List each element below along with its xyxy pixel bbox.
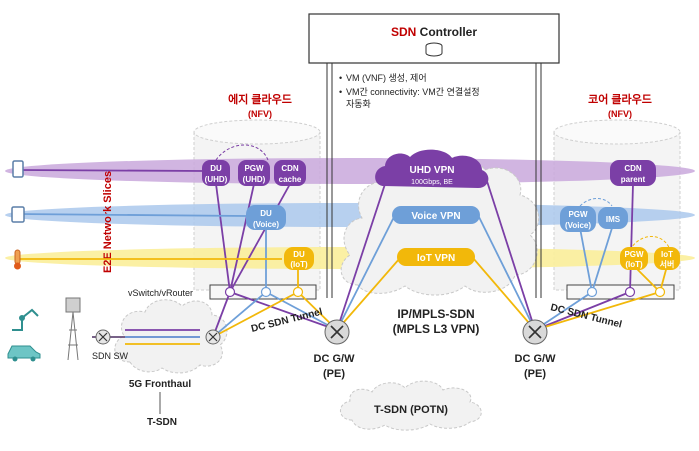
vnf-cdn-parent: CDN parent bbox=[610, 160, 656, 186]
vnf-du-voice: DU (Voice) bbox=[246, 205, 286, 230]
controller-database-icon bbox=[425, 42, 443, 57]
dcgw-left-sublabel: (PE) bbox=[323, 368, 345, 380]
slices-label: E2E Network Slices bbox=[102, 171, 114, 273]
vnf-pgw-iot: PGW (IoT) bbox=[620, 247, 648, 270]
note-line-2: VM간 connectivity: VM간 연결설정 bbox=[346, 87, 480, 97]
vnf-cdn-cache: CDN cache bbox=[274, 160, 306, 186]
controller-title-suffix: Controller bbox=[416, 25, 477, 39]
ipmpls-label: IP/MPLS-SDN bbox=[397, 307, 474, 321]
core-cloud-title: 코어 클라우드 bbox=[588, 92, 652, 106]
ipmpls-cloud bbox=[340, 156, 540, 296]
uhd-links bbox=[17, 169, 634, 338]
uhd-vpn-label: UHD VPN bbox=[409, 165, 454, 176]
svg-text:IoT: IoT bbox=[661, 250, 673, 259]
svg-text:CDN: CDN bbox=[624, 164, 642, 173]
tablet-icon bbox=[11, 206, 25, 223]
vnf-ims: IMS bbox=[598, 207, 628, 229]
svg-text:parent: parent bbox=[621, 175, 646, 184]
svg-text:(UHD): (UHD) bbox=[205, 175, 228, 184]
svg-text:•: • bbox=[339, 73, 342, 83]
svg-text:PGW: PGW bbox=[624, 250, 644, 259]
cell-tower-icon bbox=[65, 297, 81, 361]
sdn-controller-box: SDN Controller bbox=[308, 13, 560, 64]
voice-vpn-label: Voice VPN bbox=[411, 211, 460, 222]
uhd-vpn-sublabel: 100Gbps, BE bbox=[411, 179, 453, 186]
iot-links bbox=[18, 257, 668, 338]
svg-text:DU: DU bbox=[293, 250, 305, 259]
controller-title-prefix: SDN bbox=[391, 25, 416, 39]
svg-text:•: • bbox=[339, 87, 342, 97]
iot-vpn: IoT VPN bbox=[397, 248, 475, 266]
vnf-iot-server: IoT 서버 bbox=[654, 247, 680, 270]
vnf-pgw-uhd: PGW (UHD) bbox=[238, 160, 270, 186]
controller-notes: • VM (VNF) 생성, 제어 • VM간 connectivity: VM… bbox=[339, 73, 480, 109]
svg-text:CDN: CDN bbox=[281, 164, 299, 173]
svg-text:(Voice): (Voice) bbox=[253, 220, 279, 229]
iot-vpn-label: IoT VPN bbox=[417, 253, 455, 264]
note-line-3: 자동화 bbox=[346, 99, 371, 109]
smartphone-icon bbox=[12, 160, 24, 178]
core-cloud-subtitle: (NFV) bbox=[608, 109, 632, 119]
car-icon bbox=[7, 345, 41, 362]
vnf-pgw-voice: PGW (Voice) bbox=[560, 206, 596, 232]
svg-text:SDN Controller: SDN Controller bbox=[391, 25, 477, 39]
uhd-slice-band bbox=[5, 158, 695, 184]
dcgw-left-label: DC G/W bbox=[314, 353, 356, 365]
sdn-sw-label: SDN SW bbox=[92, 351, 129, 361]
svg-text:PGW: PGW bbox=[568, 210, 588, 219]
controller-downlinks bbox=[326, 63, 542, 298]
vnf-du-uhd: DU (UHD) bbox=[202, 160, 230, 186]
dcgw-left-router-icon bbox=[324, 319, 350, 345]
thermometer-icon bbox=[14, 249, 21, 270]
uhd-vpn: UHD VPN 100Gbps, BE bbox=[375, 149, 489, 188]
iot-vnf-arc bbox=[629, 236, 671, 251]
voice-links bbox=[17, 213, 613, 338]
tsdn-label: T-SDN bbox=[147, 417, 177, 428]
svg-text:(UHD): (UHD) bbox=[243, 175, 266, 184]
tsdn-potn-cloud bbox=[340, 380, 482, 431]
dcgw-right-label: DC G/W bbox=[515, 353, 557, 365]
svg-text:(IoT): (IoT) bbox=[290, 260, 308, 269]
vswitch-label: vSwitch/vRouter bbox=[128, 288, 193, 298]
robot-arm-icon bbox=[12, 308, 39, 331]
vnf-du-iot: DU (IoT) bbox=[284, 247, 314, 270]
edge-cloud-subtitle: (NFV) bbox=[248, 109, 272, 119]
vswitch-port-icons bbox=[224, 286, 666, 298]
edge-sdn-switch-icon bbox=[205, 329, 221, 345]
sdn-sw-icon bbox=[95, 329, 111, 345]
voice-vpn: Voice VPN bbox=[392, 206, 480, 224]
uhd-vnf-arc bbox=[215, 144, 269, 161]
note-line-1: VM (VNF) 생성, 제어 bbox=[346, 73, 427, 83]
edge-cloud-title: 에지 클라우드 bbox=[228, 92, 292, 106]
svg-text:PGW: PGW bbox=[244, 164, 264, 173]
svg-text:DU: DU bbox=[260, 209, 272, 218]
dcgw-right-router-icon bbox=[522, 319, 548, 345]
svg-text:서버: 서버 bbox=[660, 259, 675, 269]
fronthaul-label: 5G Fronthaul bbox=[129, 379, 191, 390]
tsdn-potn-label: T-SDN (POTN) bbox=[374, 404, 448, 416]
ipmpls-sublabel: (MPLS L3 VPN) bbox=[393, 322, 480, 336]
svg-text:DU: DU bbox=[210, 164, 222, 173]
svg-text:cache: cache bbox=[279, 175, 302, 184]
dcgw-right-sublabel: (PE) bbox=[524, 368, 546, 380]
svg-text:IMS: IMS bbox=[606, 215, 621, 224]
svg-text:(IoT): (IoT) bbox=[625, 260, 643, 269]
svg-text:(Voice): (Voice) bbox=[565, 221, 591, 230]
